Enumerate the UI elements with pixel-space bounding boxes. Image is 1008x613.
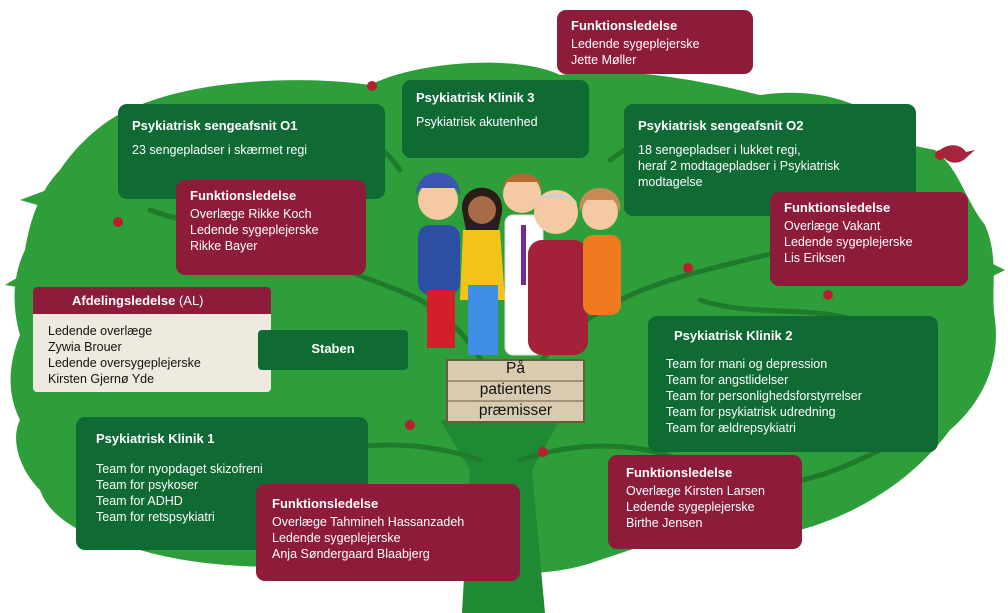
pk1-title: Psykiatrisk Klinik 1 [96, 431, 215, 446]
so1-title: Psykiatrisk sengeafsnit O1 [132, 118, 298, 133]
pk2-func-line: Birthe Jensen [626, 516, 703, 530]
pk3-line: Psykiatrisk akutenhed [416, 115, 538, 129]
al-abbr: (AL) [178, 293, 204, 308]
so2-func-title: Funktionsledelse [784, 200, 891, 215]
so1-func-line: Overlæge Rikke Koch [190, 207, 312, 221]
bird-icon [940, 145, 975, 163]
al-title: Afdelingsledelse [72, 293, 176, 308]
al-line: Zywia Brouer [48, 340, 122, 354]
pk3-title: Psykiatrisk Klinik 3 [416, 90, 535, 105]
pk1-line: Team for psykoser [96, 478, 199, 492]
top-funktionsledelse-box: Funktionsledelse Ledende sygeplejerske J… [557, 10, 753, 74]
so2-line: modtagelse [638, 175, 703, 189]
pk2-line: Team for psykiatrisk udredning [666, 405, 836, 419]
apples [113, 81, 945, 457]
so2-funktionsledelse-box: Funktionsledelse Overlæge Vakant Ledende… [770, 192, 968, 286]
sign-line: patientens [479, 381, 552, 398]
pk2-line: Team for angstlidelser [666, 373, 789, 387]
al-line: Ledende overlæge [48, 324, 153, 338]
al-line: Ledende oversygeplejerske [48, 356, 201, 370]
pk1-func-line: Overlæge Tahmineh Hassanzadeh [272, 515, 465, 529]
so2-title: Psykiatrisk sengeafsnit O2 [638, 118, 804, 133]
pk2-line: Team for ældrepsykiatri [666, 421, 796, 435]
so2-line: heraf 2 modtagepladser i Psykiatrisk [638, 159, 840, 173]
staben-box: Staben [258, 330, 408, 370]
staben-title: Staben [311, 341, 355, 356]
so2-func-line: Overlæge Vakant [784, 219, 881, 233]
pk2-line: Team for mani og depression [666, 357, 828, 371]
people-illustration [416, 172, 621, 356]
so1-line: 23 sengepladser i skærmet regi [132, 143, 308, 157]
pk2-func-title: Funktionsledelse [626, 465, 733, 480]
pk1-funktionsledelse-box: Funktionsledelse Overlæge Tahmineh Hassa… [256, 484, 520, 581]
pk1-line: Team for retspsykiatri [96, 510, 215, 524]
top-func-title: Funktionsledelse [571, 18, 678, 33]
pk1-line: Team for ADHD [96, 494, 183, 508]
top-func-line: Ledende sygeplejerske [571, 37, 700, 51]
so2-line: 18 sengepladser i lukket regi, [638, 143, 801, 157]
pk1-line: Team for nyopdaget skizofreni [96, 462, 263, 476]
afdelingsledelse-box: Afdelingsledelse (AL) Ledende overlæge Z… [33, 287, 271, 392]
pk1-func-line: Ledende sygeplejerske [272, 531, 401, 545]
al-line: Kirsten Gjernø Yde [48, 372, 155, 386]
pk1-func-line: Anja Søndergaard Blaabjerg [272, 547, 430, 561]
so1-funktionsledelse-box: Funktionsledelse Overlæge Rikke Koch Led… [176, 180, 366, 275]
so1-func-line: Ledende sygeplejerske [190, 223, 319, 237]
sign-line: præmisser [478, 402, 553, 419]
pk2-line: Team for personlighedsforstyrrelser [666, 389, 862, 403]
pk1-func-title: Funktionsledelse [272, 496, 379, 511]
pk3-box: Psykiatrisk Klinik 3 Psykiatrisk akutenh… [402, 80, 589, 158]
so2-func-line: Lis Eriksen [784, 251, 846, 265]
sign-board [446, 359, 585, 423]
top-func-line: Jette Møller [571, 53, 637, 67]
so2-func-line: Ledende sygeplejerske [784, 235, 913, 249]
so1-func-line: Rikke Bayer [190, 239, 258, 253]
sign-text: På patientens præmisser [447, 360, 584, 422]
pk2-title: Psykiatrisk Klinik 2 [674, 328, 793, 343]
pk2-func-line: Ledende sygeplejerske [626, 500, 755, 514]
afdelingsledelse-body: Ledende overlæge Zywia Brouer Ledende ov… [33, 314, 271, 396]
sign-line: På [506, 360, 525, 377]
pk2-box: Psykiatrisk Klinik 2 Team for mani og de… [648, 316, 938, 452]
pk2-func-line: Overlæge Kirsten Larsen [626, 484, 765, 498]
so1-func-title: Funktionsledelse [190, 188, 297, 203]
pk2-funktionsledelse-box: Funktionsledelse Overlæge Kirsten Larsen… [608, 455, 802, 549]
afdelingsledelse-header: Afdelingsledelse (AL) [33, 287, 271, 314]
